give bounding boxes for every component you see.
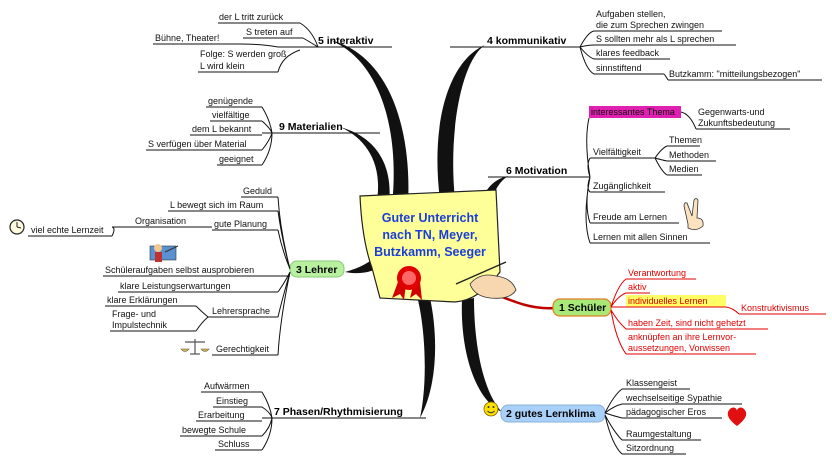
branch-label-motivation: 6 Motivation [506, 165, 567, 177]
center-title-line: Butzkamm, Seeger [374, 245, 486, 259]
branch-connector-interaktiv [330, 40, 409, 205]
node-label: Organisation [135, 216, 186, 226]
branch-motivation: 6 Motivation interessantes Thema Gegenwa… [488, 106, 790, 244]
node-label: Zugänglichkeit [593, 181, 652, 191]
node-label: Zukunftsbedeutung [698, 118, 775, 128]
node-label: individuelles Lernen [628, 296, 708, 306]
node-label: anknüpfen an ihre Lernvor- [628, 332, 736, 342]
node-label: Sitzordnung [626, 443, 674, 453]
node-label: Gerechtigkeit [216, 344, 270, 354]
node-label: S treten auf [246, 27, 293, 37]
node-label: pädagogischer Eros [626, 407, 707, 417]
center-note: Guter Unterricht nach TN, Meyer, Butzkam… [359, 189, 517, 303]
node-label: Medien [669, 164, 699, 174]
clock-icon [9, 219, 25, 235]
branch-connector-phasen [418, 298, 436, 418]
node-label: Butzkamm: "mitteilungsbezogen" [669, 69, 800, 79]
node-label: Themen [669, 135, 702, 145]
branch-label-interaktiv: 5 interaktiv [318, 35, 374, 47]
node-label: bewegte Schule [182, 425, 246, 435]
node-label: S verfügen über Material [148, 139, 247, 149]
branch-label-lehrer: 3 Lehrer [296, 264, 337, 276]
node-label: L wird klein [200, 61, 245, 71]
node-label: Verantwortung [628, 268, 686, 278]
node-label: Geduld [243, 186, 272, 196]
node-label: Einstieg [216, 396, 248, 406]
node-label: Gegenwarts-und [698, 107, 765, 117]
node-label: Schüleraufgaben selbst ausprobieren [105, 265, 254, 275]
branch-label-phasen: 7 Phasen/Rhythmisierung [274, 406, 403, 418]
node-label: Aufgaben stellen, [596, 9, 666, 19]
node-label: haben Zeit, sind nicht gehetzt [628, 318, 746, 328]
node-label: S sollten mehr als L sprechen [596, 34, 714, 44]
node-label: Konstruktivismus [741, 303, 810, 313]
node-label: vielfältige [212, 110, 250, 120]
node-label: klare Erklärungen [107, 295, 178, 305]
node-label: L bewegt sich im Raum [170, 200, 263, 210]
node-label: gute Planung [214, 219, 267, 229]
node-label: Vielfältigkeit [593, 147, 641, 157]
node-label: dem L bekannt [192, 124, 252, 134]
node-label: Aufwärmen [204, 381, 250, 391]
node-label: Methoden [669, 150, 709, 160]
seal-icon [392, 266, 422, 300]
node-label: wechselseitige Sypathie [625, 393, 722, 403]
node-label: die zum Sprechen zwingen [596, 20, 704, 30]
node-label: genügende [208, 96, 253, 106]
branch-label-schueler: 1 Schüler [559, 302, 606, 314]
node-label: sinnstiftend [596, 63, 642, 73]
highlight-individual [626, 295, 726, 307]
node-label: Schluss [218, 439, 250, 449]
node-label: Bühne, Theater! [155, 33, 219, 43]
node-label: aktiv [628, 282, 647, 292]
branch-connector-lernklima [461, 298, 502, 412]
node-label: Folge: S werden groß [200, 49, 287, 59]
writing-hand-icon [455, 261, 517, 299]
branch-lehrer: 3 Lehrer Geduld L bewegt sich im Raum Or… [9, 186, 345, 356]
node-label: Klassengeist [626, 378, 678, 388]
node-label: klares feedback [596, 48, 660, 58]
branch-schueler: 1 Schüler Verantwortung aktiv individuel… [552, 268, 826, 355]
center-title-line: nach TN, Meyer, [382, 228, 477, 242]
node-label: Impulstechnik [112, 320, 168, 330]
branch-label-kommunikativ: 4 kommunikativ [487, 35, 567, 47]
node-label: Lehrersprache [212, 306, 270, 316]
heart-icon [727, 407, 747, 426]
node-label: geeignet [219, 154, 254, 164]
branch-label-lernklima: 2 gutes Lernklima [506, 408, 595, 420]
node-label: interessantes Thema [591, 107, 675, 117]
teacher-icon [149, 244, 179, 262]
center-title-line: Guter Unterricht [382, 211, 479, 225]
branch-phasen: 7 Phasen/Rhythmisierung Aufwärmen Einsti… [180, 381, 426, 451]
scales-icon [180, 339, 210, 355]
branch-interaktiv: 5 interaktiv der L tritt zurück S treten… [153, 12, 392, 73]
node-label: Frage- und [112, 309, 156, 319]
branch-kommunikativ: 4 kommunikativ Aufgaben stellen, die zum… [450, 9, 822, 81]
node-label: klare Leistungserwartungen [120, 281, 231, 291]
branch-materialien: 9 Materialien genügende vielfältige dem … [146, 96, 380, 166]
highlight-theme [589, 106, 681, 118]
branch-connector-kommunikativ [437, 45, 485, 200]
victory-hand-icon [683, 198, 704, 230]
node-label: Freude am Lernen [593, 212, 667, 222]
branch-label-materialien: 9 Materialien [279, 121, 343, 133]
node-label: viel echte Lernzeit [31, 225, 104, 235]
smiley-icon [483, 401, 499, 417]
branch-lernklima: 2 gutes Lernklima Klassengeist wechselse… [483, 378, 747, 455]
node-label: Erarbeitung [198, 410, 245, 420]
node-label: der L tritt zurück [219, 12, 284, 22]
node-label: aussetzungen, Vorwissen [628, 343, 730, 353]
node-label: Lernen mit allen Sinnen [593, 232, 688, 242]
node-label: Raumgestaltung [626, 429, 692, 439]
